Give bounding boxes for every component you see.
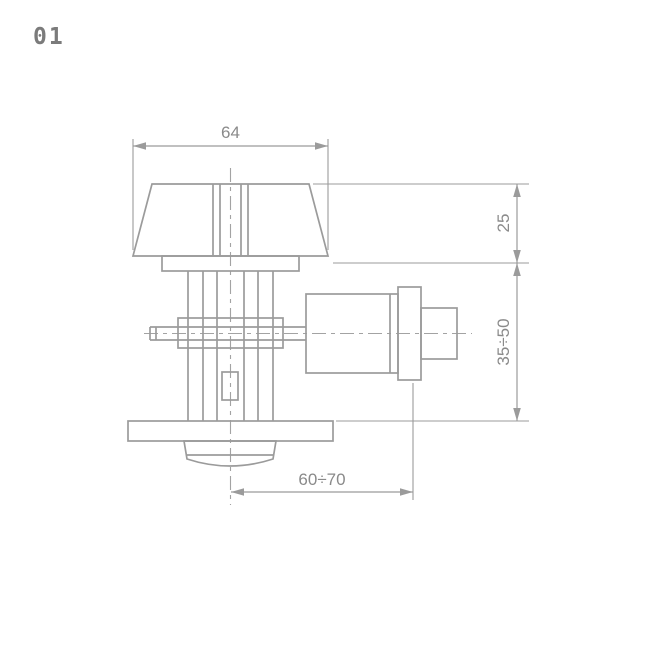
dimension-label-body-height: 35÷50	[494, 318, 513, 365]
arrow-down-icon	[513, 250, 521, 263]
knob	[131, 183, 330, 272]
arrow-down-icon	[513, 408, 521, 421]
arrow-right-icon	[315, 142, 328, 150]
dimension-bottom-offset: 60÷70	[231, 383, 414, 500]
cartridge-assembly	[305, 286, 458, 381]
knob-base	[161, 255, 300, 272]
mounting-flange	[127, 420, 334, 467]
dimension-label-knob-height: 25	[494, 214, 513, 233]
dimension-right-side: 25 35÷50	[313, 183, 529, 422]
dimension-top-width: 64	[132, 123, 329, 250]
center-axes	[144, 168, 472, 505]
arrow-up-icon	[513, 184, 521, 197]
lever-rod	[149, 326, 306, 341]
valve-seat	[221, 371, 239, 401]
valve-stem	[177, 271, 284, 421]
tailpiece	[182, 440, 278, 467]
cartridge-cap	[420, 307, 458, 360]
dimension-label-side-offset: 60÷70	[298, 470, 345, 489]
knob-outline	[131, 183, 330, 257]
arrow-right-icon	[400, 488, 413, 496]
arrow-left-icon	[231, 488, 244, 496]
arrow-left-icon	[133, 142, 146, 150]
arrow-up-icon	[513, 263, 521, 276]
dimension-label-top-width: 64	[221, 123, 240, 142]
stem-collar	[177, 317, 284, 349]
drawing-number-label: 01	[33, 24, 65, 50]
